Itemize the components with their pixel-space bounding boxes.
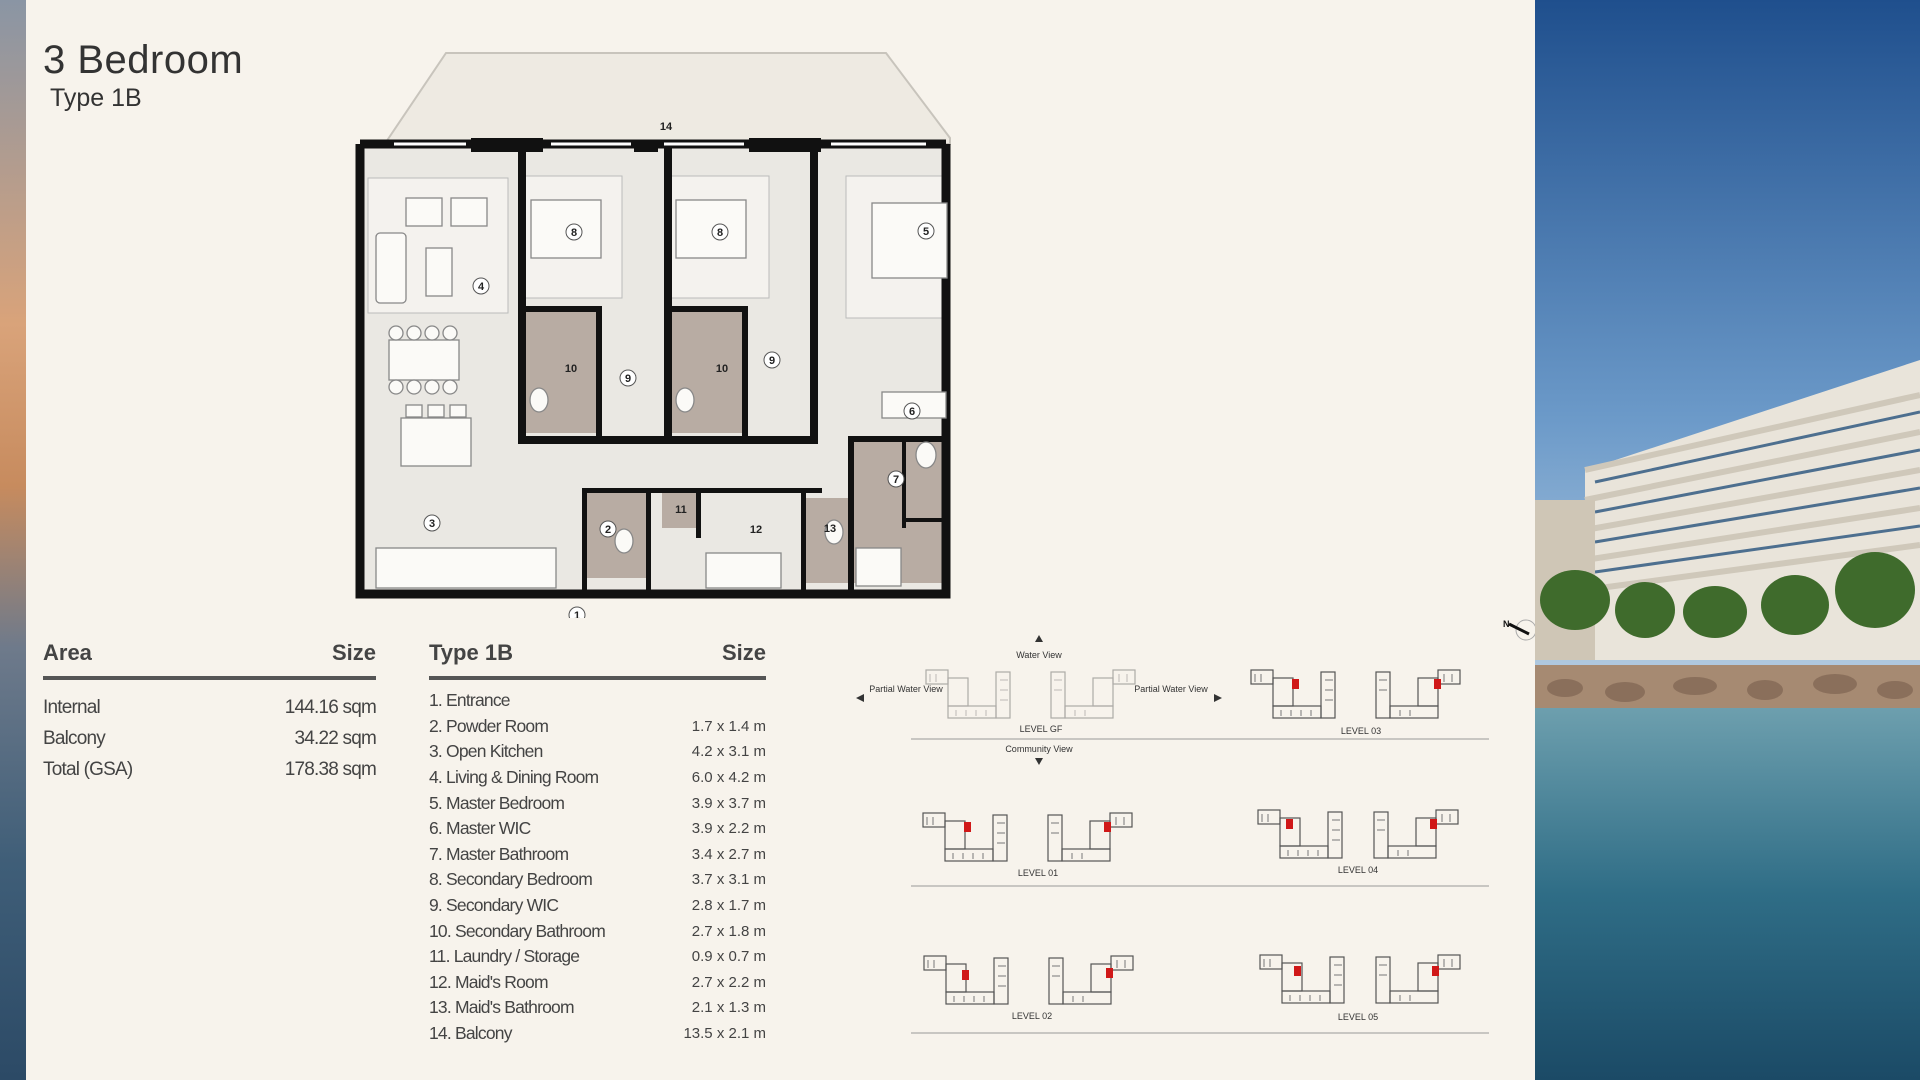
partial-water-view-left: Partial Water View <box>869 684 943 694</box>
marker-9a: 9 <box>625 373 631 385</box>
marker-14: 14 <box>660 121 673 133</box>
marker-6: 6 <box>909 406 915 418</box>
unit-highlight <box>1434 679 1441 689</box>
unit-highlight <box>1294 966 1301 976</box>
arrow-down-icon <box>1035 758 1043 765</box>
level-02-label: LEVEL 02 <box>1012 1011 1052 1021</box>
area-table-header: Area Size <box>43 640 376 680</box>
maids-bathroom <box>801 498 851 583</box>
secondary-bathroom-2 <box>668 308 746 433</box>
unit-highlight <box>1106 968 1113 978</box>
laundry <box>662 488 700 528</box>
marker-5: 5 <box>923 226 929 238</box>
marker-8a: 8 <box>571 227 577 239</box>
marker-1: 1 <box>574 610 580 618</box>
room-markers: 14 8 8 5 4 10 9 10 9 6 7 11 2 12 13 3 1 <box>423 121 935 618</box>
brochure-sheet: 3 Bedroom Type 1B <box>26 0 1537 1080</box>
marker-13: 13 <box>824 523 836 535</box>
unit-highlight <box>1292 679 1299 689</box>
marker-12: 12 <box>750 524 762 536</box>
unit-highlight <box>1432 966 1439 976</box>
arrow-left-icon <box>856 694 864 702</box>
marker-3: 3 <box>429 518 435 530</box>
level-gf-label: LEVEL GF <box>1020 724 1063 734</box>
level-05-label: LEVEL 05 <box>1338 1012 1378 1022</box>
arrow-right-icon <box>1214 694 1222 702</box>
secondary-bathroom-1 <box>522 308 600 433</box>
unit-highlight <box>1104 822 1111 832</box>
community-view-label: Community View <box>1005 744 1073 754</box>
page-title: 3 Bedroom <box>43 38 244 82</box>
water-view-label: Water View <box>1016 650 1062 660</box>
level-01-label: LEVEL 01 <box>1018 868 1058 878</box>
unit-highlight <box>964 822 971 832</box>
rooms-table-header: Type 1B Size <box>429 640 766 680</box>
waterfront-building-photo <box>1535 0 1920 1080</box>
marker-9b: 9 <box>769 355 775 367</box>
floor-plan: 14 8 8 5 4 10 9 10 9 6 7 11 2 12 13 3 1 <box>355 52 951 618</box>
level-03-label: LEVEL 03 <box>1341 726 1381 736</box>
room-row: 1. Entrance <box>429 690 511 711</box>
marker-11: 11 <box>675 504 687 516</box>
partial-water-view-right: Partial Water View <box>1134 684 1208 694</box>
marker-8b: 8 <box>717 227 723 239</box>
arrow-up-icon <box>1035 635 1043 642</box>
marker-4: 4 <box>478 281 485 293</box>
unit-highlight <box>1286 819 1293 829</box>
level-04-label: LEVEL 04 <box>1338 865 1378 875</box>
unit-highlight <box>1430 819 1437 829</box>
svg-text:N: N <box>1503 619 1510 629</box>
unit-highlight <box>962 970 969 980</box>
marker-10a: 10 <box>565 363 577 375</box>
area-row-total: Total (GSA)178.38 sqm <box>43 758 377 780</box>
left-photo-strip <box>0 0 26 1080</box>
page-subtitle: Type 1B <box>50 84 142 112</box>
marker-10b: 10 <box>716 363 728 375</box>
balcony-area <box>381 52 951 152</box>
key-plans: Water View Partial Water View Partial Wa… <box>856 635 1489 1034</box>
marker-2: 2 <box>605 524 611 536</box>
marker-7: 7 <box>893 474 899 486</box>
